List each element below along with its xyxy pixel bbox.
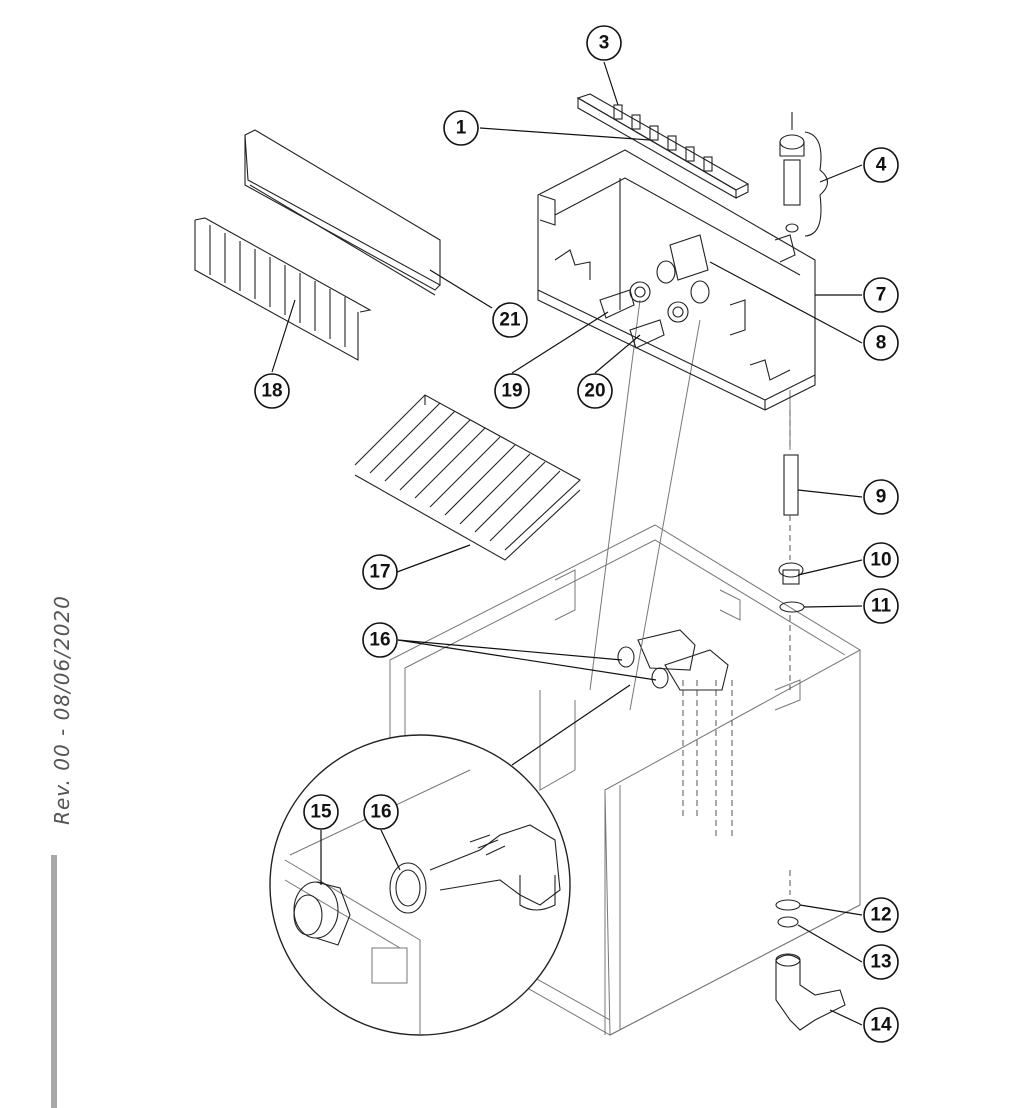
svg-text:10: 10 [870,550,891,571]
manifold-bar [576,93,750,199]
svg-text:16: 16 [370,802,391,823]
svg-text:13: 13 [870,952,891,973]
callout-1: 1 [443,110,479,146]
callout-16: 16 [362,622,398,658]
callout-7: 7 [863,277,899,313]
valve-assembly [779,112,829,237]
tank-risers [682,680,733,840]
callout-10: 10 [863,542,899,578]
callout-18: 18 [254,373,290,409]
svg-text:4: 4 [876,155,887,176]
callout-11: 11 [863,588,899,624]
callout-17: 17 [362,554,398,590]
leader-lines [271,61,863,1026]
callout-12: 12 [863,897,899,933]
svg-text:16: 16 [369,630,390,651]
callout-20: 20 [577,373,613,409]
callout-21: 21 [492,302,528,338]
callout-16-detail: 16 [363,794,399,830]
svg-text:14: 14 [870,1015,892,1036]
svg-text:9: 9 [876,487,887,508]
callout-15: 15 [303,794,339,830]
callout-8: 8 [863,325,899,361]
upper-box [537,149,816,411]
upper-box-fittings [599,281,689,349]
callout-14: 14 [863,1007,899,1043]
front-panel [244,129,441,296]
grill-rack [354,394,581,561]
svg-text:19: 19 [501,381,522,402]
svg-text:21: 21 [499,310,521,331]
svg-text:15: 15 [310,802,332,823]
svg-text:7: 7 [876,285,887,306]
callout-4: 4 [863,147,899,183]
tank-fittings [617,629,729,691]
louver-panel [194,217,372,361]
detail-view [269,684,631,1036]
svg-text:8: 8 [876,333,887,354]
svg-text:17: 17 [369,562,390,583]
revision-bar [51,855,57,1108]
svg-text:18: 18 [261,381,282,402]
callout-13: 13 [863,944,899,980]
pipe-stack [775,410,846,1031]
callout-3: 3 [586,25,622,61]
svg-text:20: 20 [584,381,605,402]
callout-9: 9 [863,479,899,515]
svg-text:1: 1 [456,118,467,139]
svg-text:3: 3 [599,33,610,54]
svg-text:12: 12 [870,905,891,926]
svg-text:11: 11 [871,596,892,617]
callout-19: 19 [494,373,530,409]
